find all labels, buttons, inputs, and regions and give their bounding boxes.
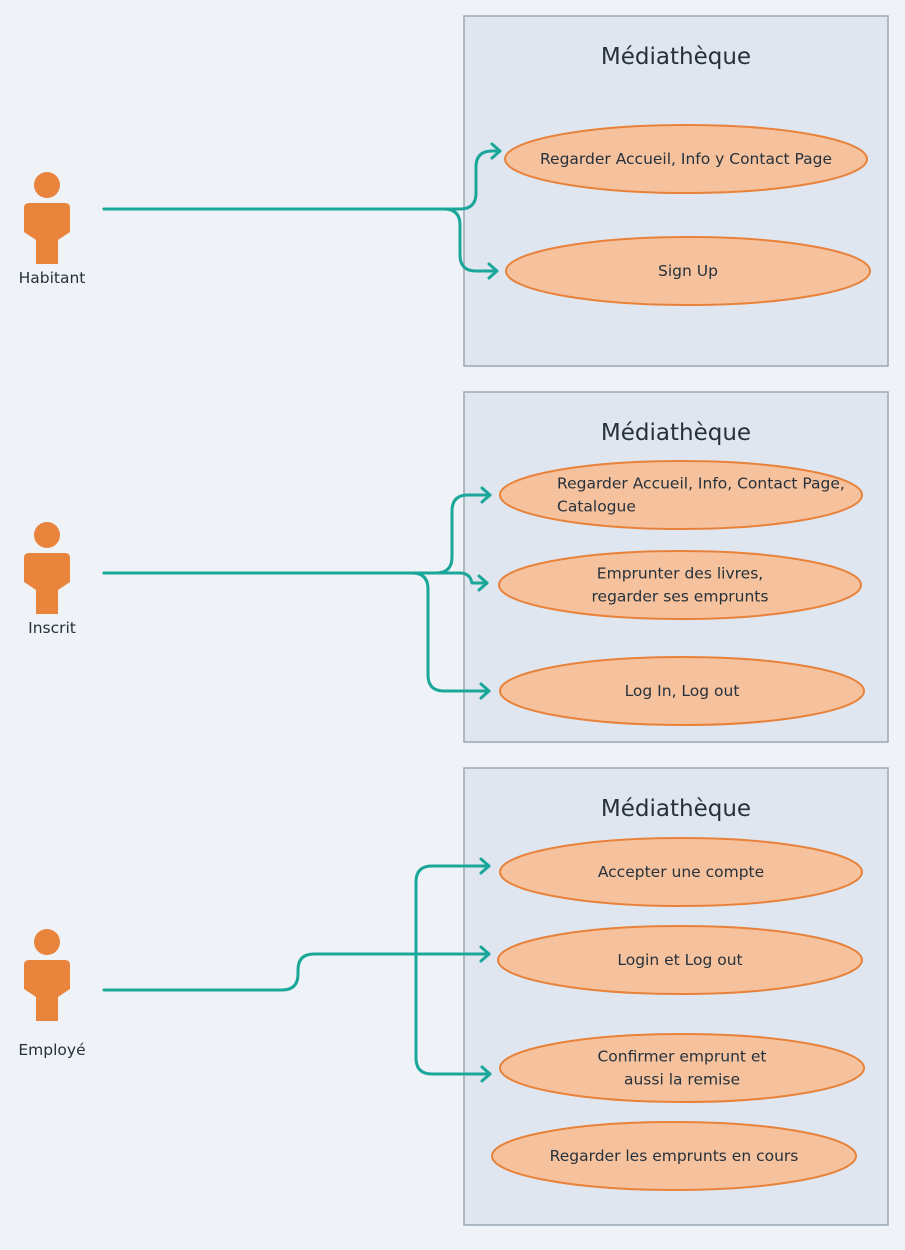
actor: Inscrit bbox=[24, 522, 76, 637]
use-case-ellipse bbox=[491, 1121, 857, 1191]
arrowhead-icon bbox=[487, 262, 499, 280]
use-case-ellipse bbox=[499, 656, 865, 726]
use-case[interactable]: Login et Log out bbox=[497, 925, 863, 995]
use-case[interactable]: Log In, Log out bbox=[499, 656, 865, 726]
use-case[interactable]: Sign Up bbox=[505, 236, 871, 306]
actor-head-icon bbox=[34, 929, 60, 955]
use-case-label: Regarder Accueil, Info y Contact Page bbox=[540, 150, 832, 168]
arrowhead-icon bbox=[480, 486, 492, 504]
use-case-label: Sign Up bbox=[658, 262, 718, 280]
use-case-label: Login et Log out bbox=[617, 951, 742, 969]
use-case-label: Regarder Accueil, Info, Contact Page, bbox=[557, 475, 845, 493]
use-case-ellipse bbox=[499, 460, 863, 530]
use-case-label: regarder ses emprunts bbox=[592, 588, 769, 606]
use-case-ellipse bbox=[499, 837, 863, 907]
use-case[interactable]: Regarder les emprunts en cours bbox=[491, 1121, 857, 1191]
use-case-label: Emprunter des livres, bbox=[597, 565, 763, 583]
use-case-label: Regarder les emprunts en cours bbox=[550, 1147, 799, 1165]
use-case-label: Accepter une compte bbox=[598, 863, 764, 881]
use-case-ellipse bbox=[497, 925, 863, 995]
actor-body-icon bbox=[24, 203, 70, 264]
use-case-label: Confirmer emprunt et bbox=[597, 1048, 766, 1066]
arrowhead-icon bbox=[479, 682, 491, 700]
actor-body-icon bbox=[24, 553, 70, 614]
use-case[interactable]: Accepter une compte bbox=[499, 837, 863, 907]
system-title: Médiathèque bbox=[601, 796, 751, 822]
use-case[interactable]: Emprunter des livres, regarder ses emprun… bbox=[498, 550, 862, 620]
arrowhead-icon bbox=[479, 945, 491, 963]
arrowhead-icon bbox=[479, 857, 491, 875]
arrowhead-icon bbox=[477, 574, 489, 592]
use-case[interactable]: Regarder Accueil, Info y Contact Page bbox=[504, 124, 868, 194]
use-case-ellipse bbox=[499, 1033, 865, 1103]
actor-label: Habitant bbox=[19, 269, 86, 287]
system-title: Médiathèque bbox=[601, 44, 751, 70]
actor: Habitant bbox=[19, 172, 86, 287]
use-case-label: Catalogue bbox=[557, 498, 636, 516]
actor: Employé bbox=[18, 929, 86, 1059]
use-case-ellipse bbox=[505, 236, 871, 306]
arrowhead-icon bbox=[480, 1065, 492, 1083]
actor-label: Inscrit bbox=[28, 619, 76, 637]
actor-head-icon bbox=[34, 522, 60, 548]
use-case-ellipse bbox=[498, 550, 862, 620]
association-connector bbox=[102, 571, 489, 585]
association-connector bbox=[386, 571, 491, 693]
association-connector bbox=[102, 952, 491, 992]
association-connector bbox=[102, 149, 502, 211]
actor-label: Employé bbox=[18, 1041, 85, 1059]
actor-body-icon bbox=[24, 960, 70, 1021]
use-case-label: aussi la remise bbox=[624, 1071, 740, 1089]
association-connector bbox=[102, 207, 499, 273]
use-case-label: Log In, Log out bbox=[625, 682, 740, 700]
use-case[interactable]: Confirmer emprunt et aussi la remise bbox=[499, 1033, 865, 1103]
system-title: Médiathèque bbox=[601, 420, 751, 446]
actor-head-icon bbox=[34, 172, 60, 198]
use-case[interactable]: Regarder Accueil, Info, Contact Page, Cat… bbox=[499, 460, 863, 530]
association-connector bbox=[102, 493, 492, 575]
use-case-ellipse bbox=[504, 124, 868, 194]
arrowhead-icon bbox=[490, 142, 502, 160]
association-connector bbox=[414, 864, 492, 1076]
